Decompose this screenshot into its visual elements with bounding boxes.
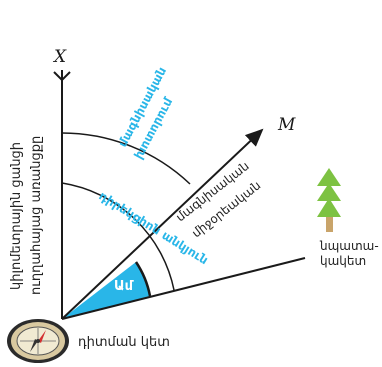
landmark-label-line2: կակետ bbox=[320, 254, 366, 268]
x-axis-label: X bbox=[52, 47, 67, 67]
grid-axis-label-line2: ուղղահայաց առանցքը bbox=[29, 136, 44, 295]
target-line bbox=[61, 257, 306, 320]
directional-angle-arc bbox=[61, 182, 175, 291]
azimuth-wedge bbox=[62, 262, 150, 319]
tree-icon bbox=[317, 168, 341, 232]
compass-icon bbox=[7, 319, 69, 363]
x-axis-fork bbox=[53, 71, 71, 82]
m-axis-line bbox=[61, 128, 264, 320]
grid-axis-label-line1: կիլոմետրային ցանցի bbox=[9, 142, 24, 290]
declination-arc bbox=[61, 132, 191, 185]
azimuth-arc bbox=[134, 261, 152, 297]
station-point-label: դիտման կետ bbox=[78, 335, 170, 350]
azimuth-label: Ամ bbox=[114, 279, 135, 294]
m-axis-label: M bbox=[277, 115, 296, 135]
landmark-label-line1: նպատա- bbox=[319, 239, 379, 253]
